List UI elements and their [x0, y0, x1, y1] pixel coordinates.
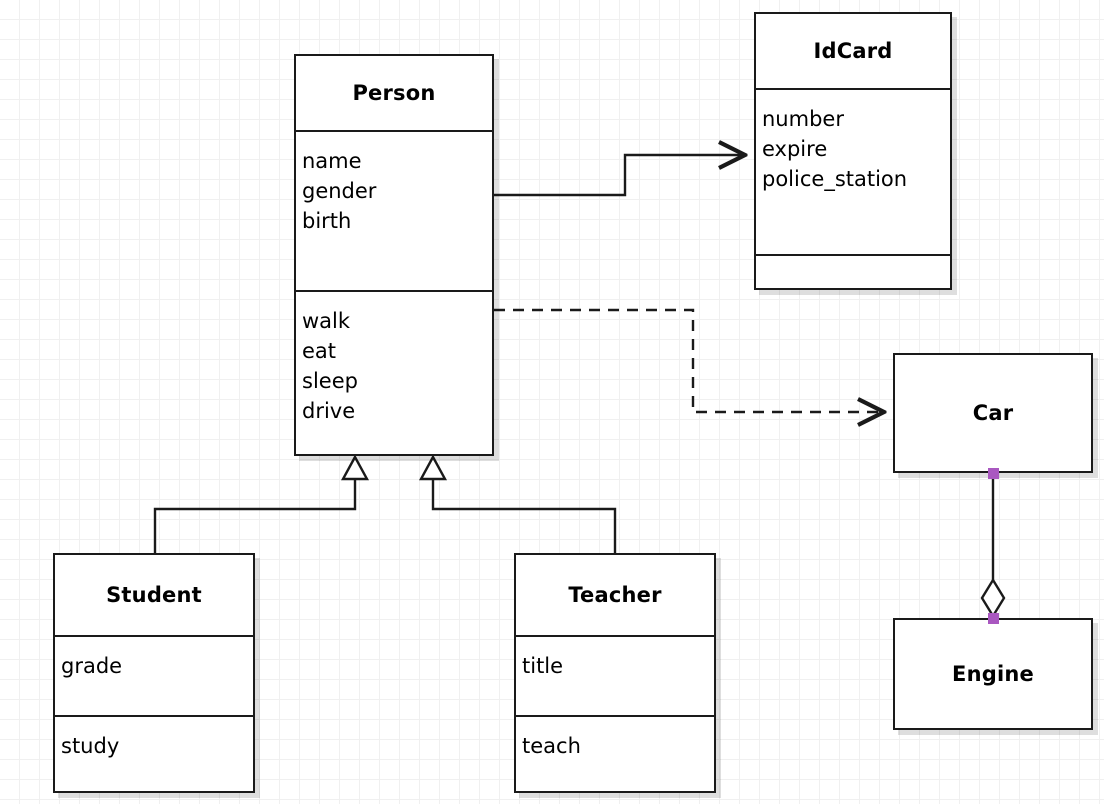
class-box-engine[interactable]: Engine [893, 618, 1093, 730]
connection-handle-car[interactable] [988, 468, 999, 479]
class-title-teacher: Teacher [568, 583, 662, 607]
method-item: teach [522, 734, 581, 758]
attribute-item: police_station [762, 167, 908, 191]
attribute-item: name [302, 149, 362, 173]
class-methods-idcard [756, 254, 950, 288]
class-methods-teacher: teach [516, 715, 714, 791]
connection-handle-engine[interactable] [988, 613, 999, 624]
aggregation-diamond [980, 577, 1006, 619]
class-box-teacher[interactable]: Teacher title teach [514, 553, 716, 793]
relation-person-idcard[interactable] [494, 155, 745, 197]
attribute-item: number [762, 107, 844, 131]
class-attributes-idcard: number expire police_station [756, 88, 950, 254]
attribute-item: title [522, 654, 564, 678]
class-box-student[interactable]: Student grade study [53, 553, 255, 793]
class-title-engine: Engine [952, 662, 1034, 686]
class-box-idcard[interactable]: IdCard number expire police_station [754, 12, 952, 290]
class-title-car: Car [972, 401, 1014, 425]
class-methods-student: study [55, 715, 253, 791]
relation-person-car[interactable] [494, 308, 884, 412]
generalization-triangle-student [340, 454, 370, 481]
method-item: sleep [302, 369, 358, 393]
class-title-student: Student [106, 583, 202, 607]
relation-teacher-person[interactable] [418, 454, 617, 553]
attribute-item: expire [762, 137, 828, 161]
relation-car-engine[interactable] [980, 473, 1006, 619]
attribute-item: birth [302, 209, 352, 233]
method-item: eat [302, 339, 337, 363]
class-attributes-person: name gender birth [296, 130, 492, 290]
relation-student-person[interactable] [153, 454, 370, 553]
generalization-triangle-teacher [418, 454, 448, 481]
method-item: study [61, 734, 120, 758]
class-title-person: Person [352, 81, 436, 105]
class-title-idcard: IdCard [813, 39, 893, 63]
method-item: walk [302, 309, 351, 333]
class-attributes-student: grade [55, 635, 253, 715]
class-box-car[interactable]: Car [893, 353, 1093, 473]
class-box-person[interactable]: Person name gender birth walk eat sleep … [294, 54, 494, 456]
attribute-item: gender [302, 179, 377, 203]
method-item: drive [302, 399, 356, 423]
attribute-item: grade [61, 654, 123, 678]
class-methods-person: walk eat sleep drive [296, 290, 492, 454]
class-attributes-teacher: title [516, 635, 714, 715]
